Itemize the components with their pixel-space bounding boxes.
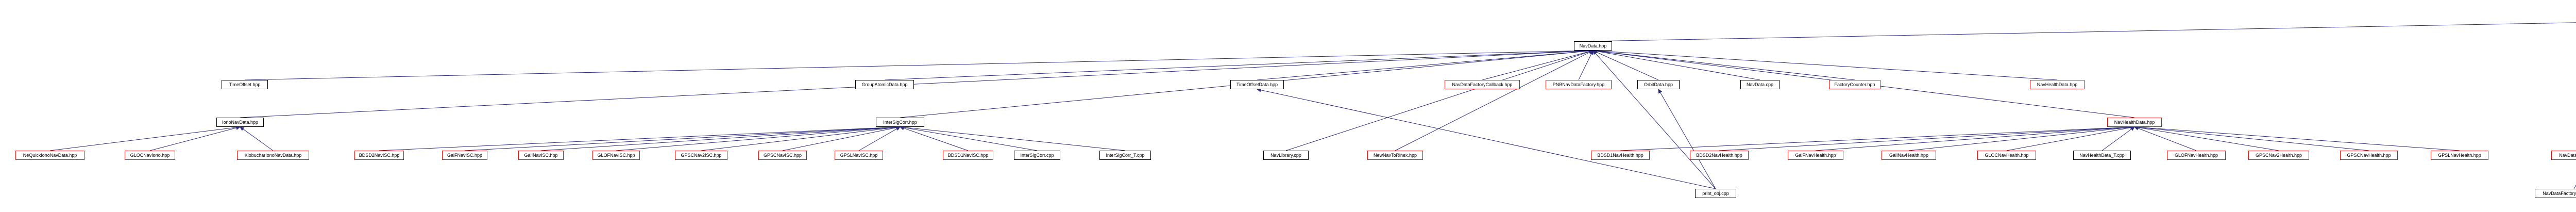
graph-edge	[540, 126, 897, 151]
graph-node[interactable]: NavHealthData.hpp	[2030, 80, 2084, 89]
graph-node[interactable]: InterSigCorr.hpp	[876, 118, 924, 127]
graph-edge	[243, 128, 274, 151]
graph-node[interactable]: NavDataFactoryWithStore.hpp	[2551, 151, 2576, 160]
graph-node[interactable]: GPSCNav2Health.hpp	[2248, 151, 2309, 160]
graph-edge	[1592, 22, 2576, 42]
graph-node[interactable]: OrbitData.hpp	[1637, 80, 1680, 89]
graph-node[interactable]: InterSigCorr_T.cpp	[1099, 151, 1151, 160]
graph-edge	[1815, 127, 2131, 151]
graph-node[interactable]: GalFNavHealth.hpp	[1788, 151, 1843, 160]
graph-node[interactable]: GPSCNav2ISC.hpp	[675, 151, 727, 160]
graph-node[interactable]: NewNavToRinex.hpp	[1367, 151, 1423, 160]
graph-edge	[1596, 51, 1760, 80]
graph-node[interactable]: NavHealthData_T.cpp	[2073, 151, 2131, 160]
graph-edge	[2138, 127, 2460, 151]
graph-node[interactable]: GLOCNavHealth.hpp	[1977, 151, 2036, 160]
graph-node[interactable]: PNBNavDataFactory.hpp	[1546, 80, 1612, 89]
graph-edge	[616, 127, 897, 151]
graph-edge	[1482, 51, 1590, 80]
graph-node[interactable]: InterSigCorr.cpp	[1014, 151, 1060, 160]
graph-node[interactable]: BDSD1NavISC.hpp	[943, 151, 993, 160]
graph-edge	[244, 50, 1590, 80]
graph-node[interactable]: GPSLNavISC.hpp	[835, 151, 883, 160]
graph-edge	[1719, 126, 2131, 151]
graph-edge	[464, 126, 897, 151]
graph-node[interactable]: BDSD1NavHealth.hpp	[1591, 151, 1650, 160]
graph-edge-arrowhead	[240, 126, 245, 131]
graph-edge	[49, 127, 237, 151]
graph-edge	[379, 126, 897, 151]
graph-edge	[1257, 51, 1590, 80]
graph-edge	[1595, 53, 1716, 189]
graph-node[interactable]: GLOFNavHealth.hpp	[2167, 151, 2226, 160]
graph-edge	[903, 127, 969, 151]
graph-edge-arrowhead	[1658, 88, 1663, 94]
graph-edge	[1596, 52, 1659, 80]
graph-edge	[2138, 128, 2197, 151]
graph-edge	[701, 127, 897, 151]
graph-node[interactable]: GroupAtomicData.hpp	[855, 80, 914, 89]
graph-edge	[2102, 128, 2132, 151]
graph-edge	[782, 127, 897, 151]
graph-node[interactable]: GalFNavISC.hpp	[442, 151, 487, 160]
graph-node[interactable]: GPSCNavHealth.hpp	[2340, 151, 2398, 160]
graph-node[interactable]: GalINavHealth.hpp	[1882, 151, 1936, 160]
graph-node[interactable]: TimeOffsetData.hpp	[1230, 80, 1284, 89]
graph-edge-arrowhead	[1588, 50, 1594, 54]
graph-edge	[2138, 127, 2369, 151]
graph-edge	[1620, 126, 2131, 151]
graph-edge	[858, 128, 897, 151]
graph-edge	[2006, 127, 2131, 151]
graph-edge	[2138, 127, 2279, 151]
graph-node[interactable]: NeQuickIonoNavData.hpp	[15, 151, 84, 160]
graph-edge	[2573, 184, 2576, 189]
graph-node[interactable]: GPSLNavHealth.hpp	[2431, 151, 2488, 160]
graph-node[interactable]: GPSCNavISC.hpp	[758, 151, 807, 160]
graph-edge-arrowhead	[895, 126, 901, 131]
graph-edge	[149, 127, 237, 151]
graph-node[interactable]: NavData.hpp	[1574, 41, 1612, 51]
graph-edge	[903, 127, 1038, 151]
graph-node[interactable]: NavLibrary.cpp	[1263, 151, 1309, 160]
graph-node[interactable]: BDSD2NavISC.hpp	[354, 151, 404, 160]
graph-edge-arrowhead	[2130, 126, 2135, 131]
graph-edge	[1660, 92, 1716, 189]
graph-node[interactable]: print_obj.cpp	[1695, 189, 1736, 198]
graph-node[interactable]: NavDataFactoryWithStore.cpp	[2535, 189, 2576, 198]
graph-node[interactable]: NavHealthData.hpp	[2107, 118, 2162, 127]
graph-edge	[1260, 89, 1716, 189]
graph-edge	[884, 50, 1590, 80]
graph-node[interactable]: BDSD2NavHealth.hpp	[1690, 151, 1749, 160]
graph-edge	[240, 50, 1590, 118]
graph-node[interactable]: NavDataFactoryCallback.hpp	[1445, 80, 1520, 89]
graph-edge	[1908, 127, 2131, 151]
graph-edge	[903, 127, 1126, 151]
graph-edge	[1578, 54, 1592, 80]
graph-node[interactable]: KlobucharIonoNavData.hpp	[237, 151, 309, 160]
graph-node[interactable]: IonoNavData.hpp	[216, 118, 264, 127]
graph-edge-arrowhead	[1592, 50, 1597, 55]
graph-node[interactable]: GLOCNavIono.hpp	[125, 151, 175, 160]
graph-node[interactable]: TimeOffset.hpp	[222, 80, 268, 89]
graph-node[interactable]: GLOFNavISC.hpp	[592, 151, 640, 160]
graph-edge	[1596, 51, 1855, 80]
graph-node[interactable]: NavData.cpp	[1740, 80, 1780, 89]
graph-node[interactable]: GalINavISC.hpp	[518, 151, 564, 160]
graph-node[interactable]: FactoryCounter.hpp	[1829, 80, 1880, 89]
graph-edge	[1285, 51, 1590, 151]
graph-edge	[1395, 52, 1590, 151]
graph-edge	[1596, 50, 2058, 80]
